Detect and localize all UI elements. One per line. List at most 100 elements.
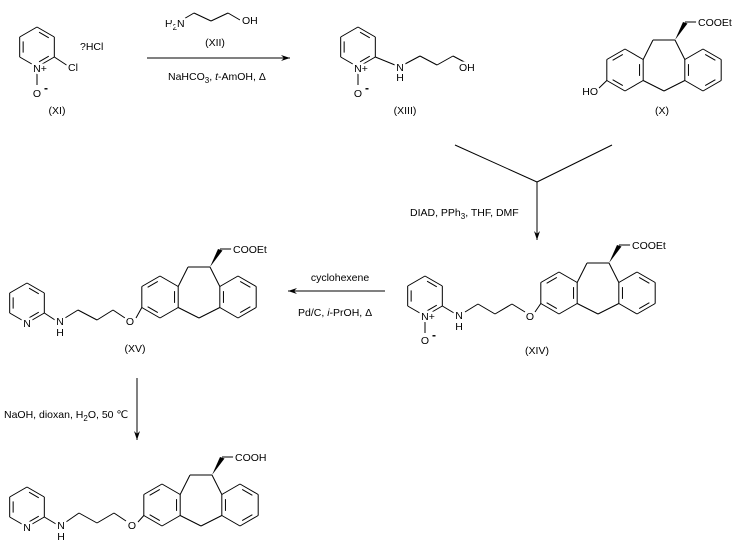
pyridine-ring-bond — [424, 305, 443, 317]
atom-ether-o: O — [128, 520, 136, 532]
atom-o: O — [33, 88, 41, 100]
ring7-bond — [177, 307, 200, 319]
reaction-arrow-2-head — [534, 231, 540, 240]
ring7-bond — [198, 307, 221, 319]
compound-XI: N+ O - Cl ?HCl (XI) — [30, 41, 103, 117]
benzene-ring-left-bond — [141, 275, 161, 287]
pyridine-ring-bond — [36, 56, 55, 68]
chain-bond — [44, 312, 56, 321]
benzene-ring-left-double-bond — [149, 514, 161, 521]
benzene-ring-right-bond — [618, 303, 638, 315]
c-o-bond — [534, 303, 542, 313]
benzene-ring-right-bond — [684, 48, 704, 60]
chain-bond — [113, 512, 127, 522]
atom-n: N — [455, 310, 463, 322]
benzene-ring-right-bond — [702, 48, 722, 60]
benzene-ring-left-bond — [624, 48, 644, 60]
benzene-ring-left-bond — [143, 483, 163, 495]
benzene-ring-right-bond — [636, 271, 656, 283]
chain-bond — [210, 12, 229, 22]
pyridine-ring-bond — [407, 275, 426, 287]
salt-label: ?HCl — [80, 41, 103, 53]
compound-label: (XI) — [49, 105, 66, 117]
atom-h: H — [455, 321, 463, 333]
atom-h: H — [396, 72, 404, 84]
pyridine-ring-bond — [340, 26, 359, 38]
conditions-step4: NaOH, dioxan, H2O, 50 ℃ — [4, 409, 128, 423]
chain-bond — [44, 516, 57, 525]
c-o-bond — [135, 307, 143, 319]
atom-n-plus: N+ — [33, 63, 47, 75]
compound-label: (XII) — [205, 37, 225, 49]
benzene-ring-right-bond — [239, 515, 259, 527]
benzene-ring-left-bond — [558, 303, 578, 315]
ring7-bond — [211, 474, 223, 495]
compound-XIV: N+ O - N H O COOEt (XIV) — [418, 238, 668, 358]
chain-bond — [477, 303, 496, 315]
pyridine-ring-bond — [26, 312, 45, 324]
ring7-bond — [663, 80, 686, 92]
benzene-ring-right-bond — [618, 271, 638, 283]
chain-bond — [112, 309, 126, 319]
pyridine-ring-double-bond — [28, 287, 40, 295]
benzene-ring-right-bond — [221, 515, 241, 527]
compound-label: (X) — [655, 105, 669, 117]
chain-bond — [78, 512, 98, 524]
ring7-bond — [608, 262, 620, 283]
atom-o: O — [354, 88, 362, 100]
pyridine-ring-double-bond — [38, 31, 50, 39]
atom-h: H — [56, 327, 64, 339]
benzene-ring-left-bond — [606, 80, 626, 92]
pyridine-ring-bond — [424, 275, 443, 287]
chain-bond — [96, 512, 115, 524]
benzene-ring-right-double-bond — [638, 277, 650, 284]
pyridine-ring-double-bond — [359, 55, 371, 63]
atom-o: O — [421, 335, 429, 347]
pyridine-ring-bond — [36, 26, 55, 38]
compound-X: HO COOEt (X) — [580, 15, 735, 118]
pyridine-ring-double-bond — [28, 311, 40, 319]
ring7-bond — [576, 262, 588, 283]
pyridine-ring-bond — [9, 312, 28, 324]
atom-ho: HO — [582, 86, 598, 98]
pyridine-ring-double-bond — [359, 31, 371, 39]
charge-minus: - — [432, 328, 436, 342]
benzene-ring-left-double-bond — [147, 306, 159, 313]
compound-XIII: N+ O - N H OH (XIII) — [351, 60, 477, 118]
benzene-ring-left-double-bond — [546, 302, 558, 309]
benzene-ring-right-double-bond — [239, 281, 251, 288]
chain-bond — [227, 12, 241, 21]
benzene-ring-right-bond — [219, 307, 239, 319]
ester-group: COOEt — [632, 240, 666, 252]
stereo-wedge-bond — [609, 245, 622, 263]
ring7-bond — [642, 39, 654, 60]
converging-line — [454, 144, 538, 183]
benzene-ring-right-bond — [239, 483, 259, 495]
ring7-bond — [179, 474, 191, 495]
benzene-ring-left-bond — [161, 483, 181, 495]
chain-bond — [77, 309, 98, 321]
benzene-ring-right-double-bond — [638, 302, 650, 309]
compound-label: (XIV) — [525, 345, 549, 357]
benzene-ring-left-bond — [540, 271, 560, 283]
benzene-ring-left-bond — [606, 48, 626, 60]
ring7-bond — [179, 515, 202, 527]
pyridine-ring-bond — [9, 282, 28, 294]
pyridine-ring-double-bond — [28, 515, 40, 523]
pyridine-ring-bond — [19, 56, 38, 68]
chain-bond — [436, 55, 454, 66]
chain-bond — [404, 55, 421, 65]
pyridine-ring-bond — [357, 56, 376, 68]
benzene-ring-right-double-bond — [704, 54, 716, 61]
ester-group: COOEt — [698, 17, 732, 29]
pyridine-ring-double-bond — [38, 55, 50, 63]
atom-oh: OH — [242, 15, 258, 27]
conditions-step1: NaHCO3, t-AmOH, Δ — [168, 71, 266, 85]
benzene-ring-left-bond — [141, 307, 161, 319]
benzene-ring-left-bond — [161, 515, 181, 527]
chain-bond — [64, 309, 79, 319]
benzene-ring-left-double-bond — [612, 79, 624, 86]
benzene-ring-left-bond — [558, 271, 578, 283]
benzene-ring-left-double-bond — [149, 489, 161, 496]
pyridine-ring-bond — [9, 486, 28, 498]
